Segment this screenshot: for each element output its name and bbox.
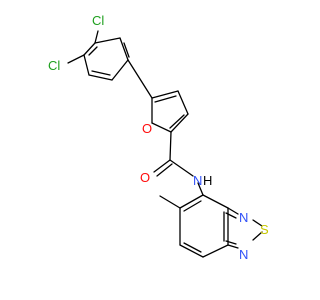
bond: [154, 95, 177, 103]
bond: [123, 42, 130, 58]
bond: [177, 90, 189, 115]
bond: [91, 70, 111, 76]
bond: [202, 244, 229, 258]
molecule-diagram: Cl Cl O O N H N S N: [48, 13, 269, 262]
bond: [179, 244, 204, 258]
bond: [94, 30, 99, 44]
bond: [83, 42, 96, 56]
atom-cl-left: Cl: [48, 58, 60, 73]
bond: [202, 194, 229, 209]
atom-cl-top: Cl: [92, 13, 104, 28]
bond: [169, 114, 185, 129]
bond: [94, 37, 121, 44]
atom-furan-oxygen: O: [142, 121, 152, 136]
bond-lines: [67, 30, 263, 258]
bond: [252, 231, 263, 241]
atom-thiadiazole-nitrogen-upper: N: [239, 210, 248, 225]
bond: [159, 195, 181, 209]
bond: [227, 207, 239, 215]
bond: [225, 240, 237, 245]
bond: [227, 244, 239, 249]
bond: [151, 90, 179, 99]
bond: [88, 46, 98, 56]
atom-thiadiazole-sulfur: S: [260, 222, 269, 237]
bond: [183, 242, 202, 253]
bond: [111, 59, 129, 81]
bond: [179, 194, 204, 209]
bond: [88, 74, 113, 81]
atom-amide-hydrogen: H: [203, 173, 212, 188]
bond: [169, 131, 172, 161]
bond: [151, 122, 172, 133]
bond: [127, 59, 153, 99]
bond: [156, 163, 173, 177]
atom-labels: Cl Cl O O N H N S N: [48, 13, 269, 262]
bond: [183, 200, 202, 212]
bond: [119, 37, 129, 61]
bond: [83, 54, 90, 76]
atom-amide-nitrogen: N: [193, 173, 202, 188]
bond: [153, 159, 171, 173]
atom-carbonyl-oxygen: O: [140, 170, 150, 185]
bond: [225, 212, 237, 219]
atom-thiadiazole-nitrogen-lower: N: [239, 247, 248, 262]
bond: [170, 113, 189, 133]
bond: [67, 54, 85, 64]
bond: [197, 182, 204, 196]
bond: [252, 219, 263, 227]
bond: [169, 159, 194, 177]
